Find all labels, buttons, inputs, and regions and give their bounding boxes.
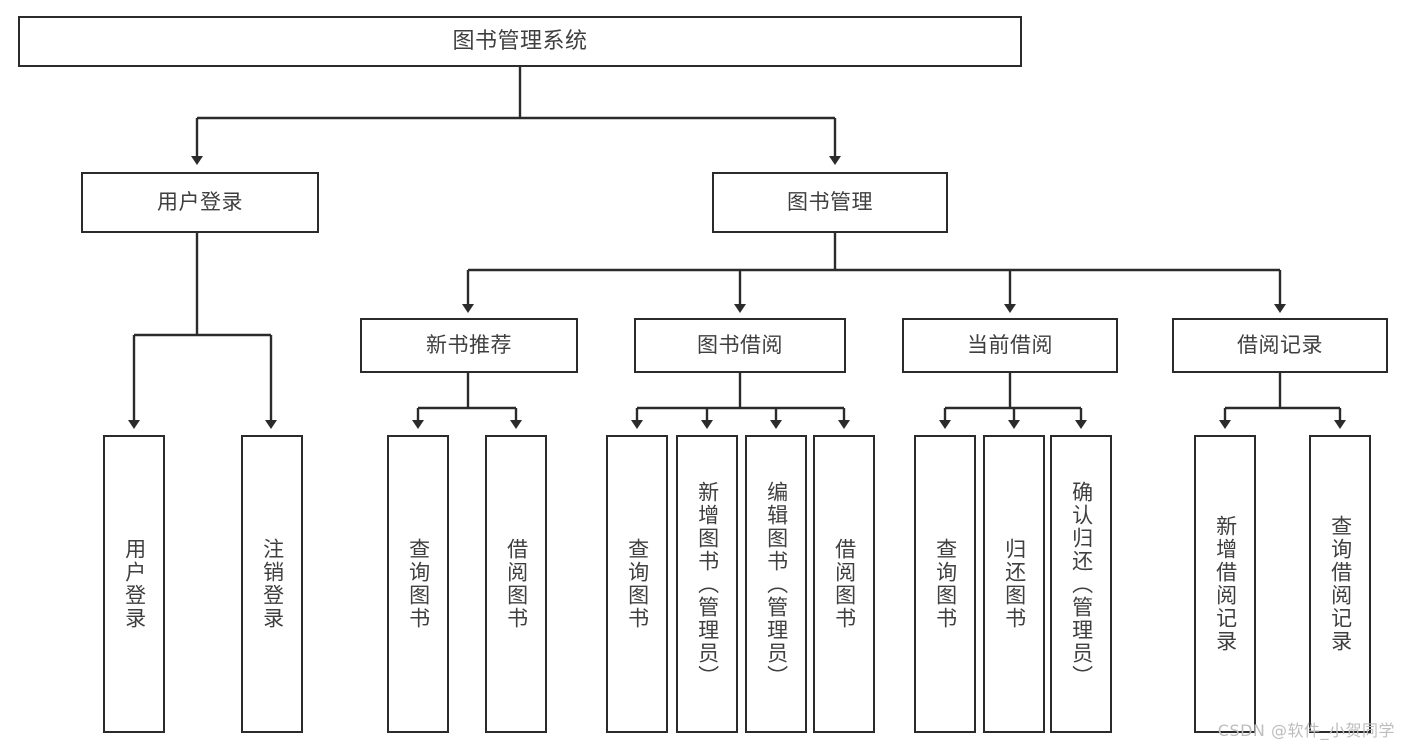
node-label: 确认归还（管理员） — [1069, 480, 1094, 688]
leaf-confirm-return-admin[interactable]: 确认归还（管理员） — [1050, 435, 1112, 733]
node-label: 图书借阅 — [697, 333, 783, 358]
leaf-borrow-book[interactable]: 借阅图书 — [813, 435, 875, 733]
node-label: 查询图书 — [406, 538, 431, 630]
node-label: 归还图书 — [1002, 538, 1027, 630]
leaf-query-book-current[interactable]: 查询图书 — [914, 435, 976, 733]
node-new-book-recommend[interactable]: 新书推荐 — [360, 318, 578, 373]
node-current-borrow[interactable]: 当前借阅 — [902, 318, 1118, 373]
leaf-borrow-book-recommend[interactable]: 借阅图书 — [485, 435, 547, 733]
node-book-management[interactable]: 图书管理 — [712, 172, 948, 233]
node-label: 新增借阅记录 — [1213, 515, 1238, 653]
node-label: 查询借阅记录 — [1328, 515, 1353, 653]
leaf-edit-book-admin[interactable]: 编辑图书（管理员） — [745, 435, 807, 733]
leaf-query-borrow-record[interactable]: 查询借阅记录 — [1309, 435, 1371, 733]
node-book-borrow[interactable]: 图书借阅 — [634, 318, 846, 373]
node-label: 新书推荐 — [426, 333, 512, 358]
node-borrow-record[interactable]: 借阅记录 — [1172, 318, 1388, 373]
node-root-system[interactable]: 图书管理系统 — [18, 16, 1022, 67]
leaf-query-book-borrow[interactable]: 查询图书 — [606, 435, 668, 733]
node-label: 编辑图书（管理员） — [764, 480, 789, 688]
node-label: 查询图书 — [933, 538, 958, 630]
node-label: 用户登录 — [157, 190, 243, 215]
node-label: 借阅记录 — [1237, 333, 1323, 358]
node-label: 注销登录 — [260, 538, 285, 630]
leaf-return-book[interactable]: 归还图书 — [983, 435, 1045, 733]
node-label: 新增图书（管理员） — [695, 480, 720, 688]
node-user-login[interactable]: 用户登录 — [81, 172, 319, 233]
node-label: 图书管理系统 — [452, 28, 588, 54]
leaf-query-book-recommend[interactable]: 查询图书 — [387, 435, 449, 733]
node-label: 借阅图书 — [832, 538, 857, 630]
leaf-user-login[interactable]: 用户登录 — [103, 435, 165, 733]
node-label: 图书管理 — [787, 190, 873, 215]
node-label: 当前借阅 — [967, 333, 1053, 358]
leaf-add-borrow-record[interactable]: 新增借阅记录 — [1194, 435, 1256, 733]
watermark-text: CSDN @软件_小贺同学 — [1217, 721, 1395, 740]
leaf-logout-login[interactable]: 注销登录 — [241, 435, 303, 733]
node-label: 用户登录 — [122, 538, 147, 630]
leaf-add-book-admin[interactable]: 新增图书（管理员） — [676, 435, 738, 733]
node-label: 查询图书 — [625, 538, 650, 630]
node-label: 借阅图书 — [504, 538, 529, 630]
